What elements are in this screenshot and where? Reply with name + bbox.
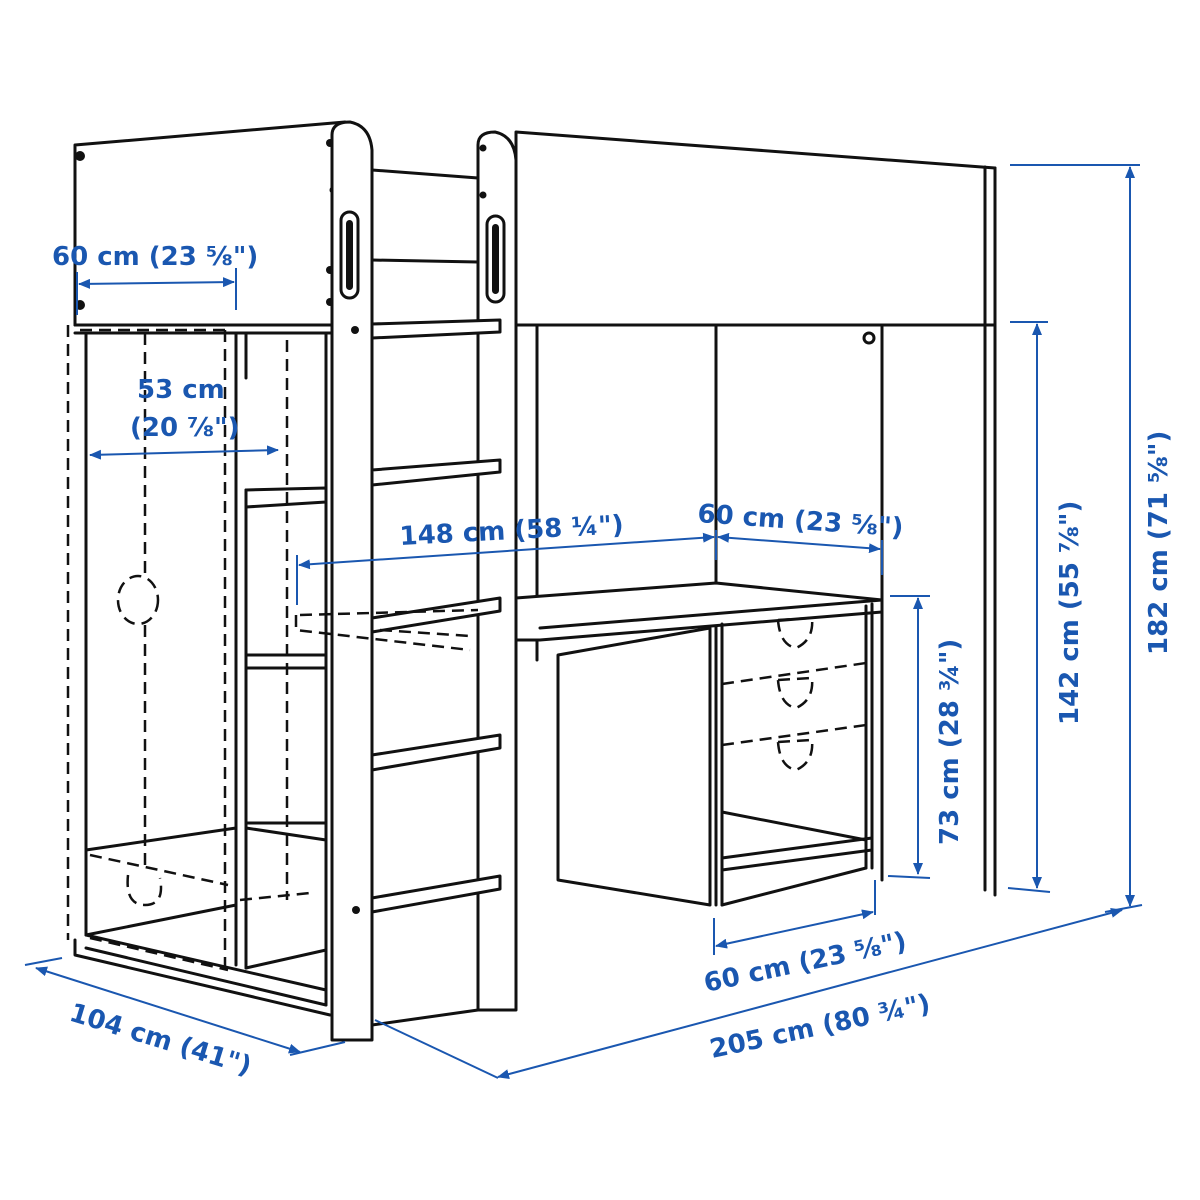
wardrobe-inner-width-cm-label: 53 cm [137,375,225,405]
left-ladder-post [330,120,374,1042]
total-height-label: 182 cm (71 ⅝") [1144,431,1174,655]
total-length-label: 205 cm (80 ¾") [707,989,933,1065]
desk-height-label: 73 cm (28 ¾") [935,639,965,845]
wardrobe-top-width-label: 60 cm (23 ⅝") [52,242,258,272]
wardrobe-handle-icon [116,574,160,626]
desk [294,581,884,907]
left-headboard-panel [73,120,347,327]
bed-frame [73,120,997,1042]
drawer-handle-icon [776,616,814,772]
dimension-lines [24,164,1143,1079]
desk-top [514,581,884,642]
wardrobe-unit [66,323,334,1017]
under-bed-height-label: 142 cm (55 ⅞") [1055,501,1085,725]
right-headboard-panel [514,130,997,327]
drawer-unit-width-label: 60 cm (23 ⅝") [701,927,909,999]
total-depth-label: 104 cm (41") [66,998,255,1082]
ladder-rungs [370,318,502,1027]
wardrobe-inner-width-in-label: (20 ⅞") [130,413,239,443]
